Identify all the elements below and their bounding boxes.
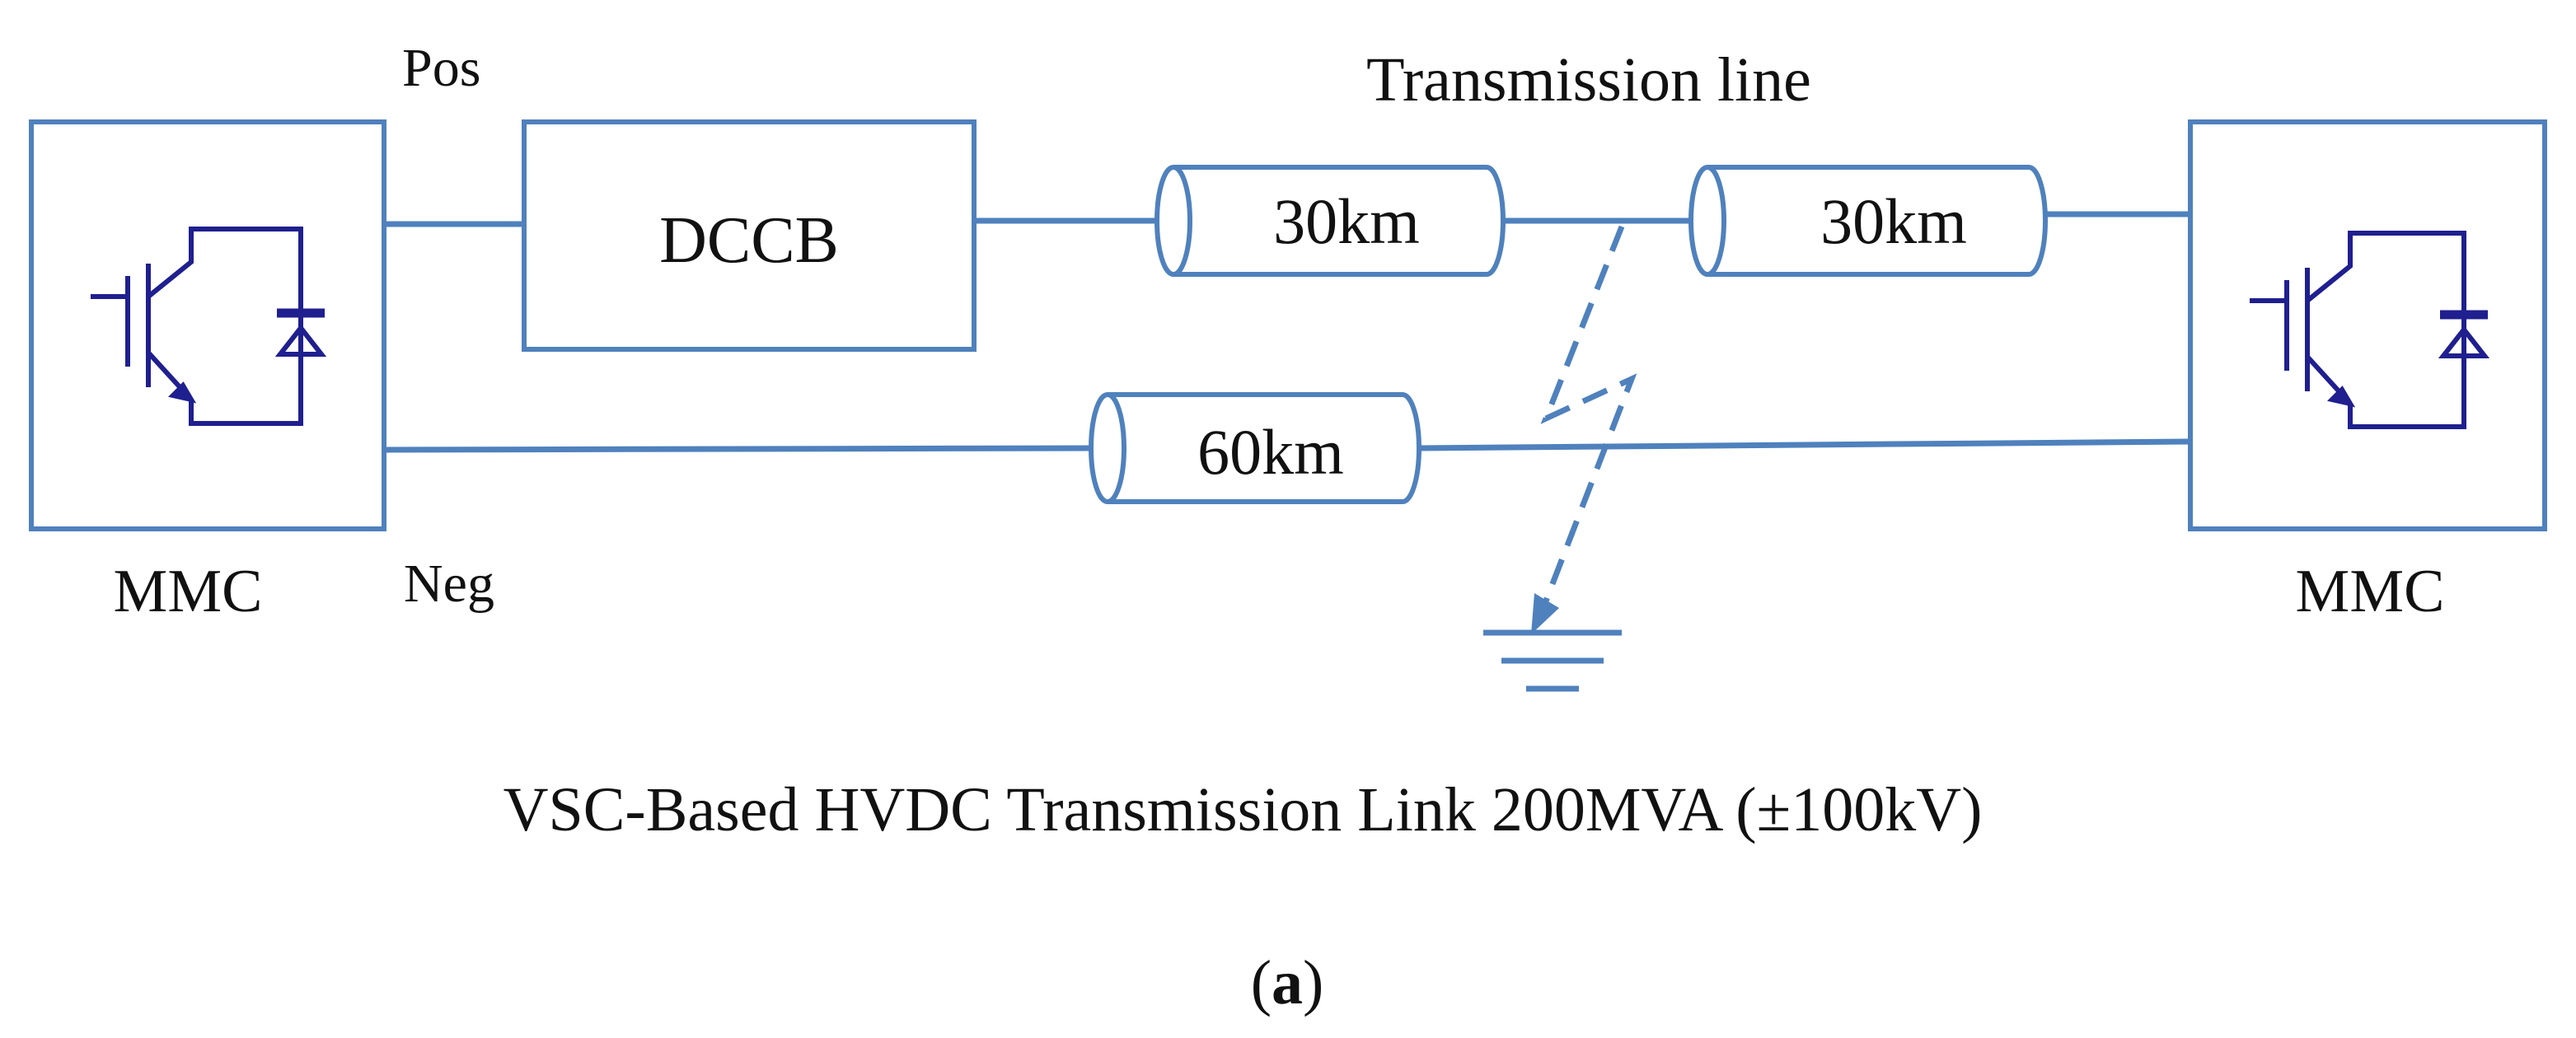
cable-neg [1089,392,1421,504]
igbt-diode-icon [2250,231,2490,429]
left-mmc-box [29,119,386,531]
igbt-diode-icon [91,227,327,426]
left-mmc-label: MMC [114,558,263,625]
pos-label: Pos [402,38,480,98]
subfigure-label: (a) [1251,948,1324,1017]
subfigure-open-paren: ( [1251,948,1272,1017]
ground-icon [1483,629,1622,692]
diagram-caption: VSC-Based HVDC Transmission Link 200MVA … [503,775,1983,844]
dccb-box [522,119,977,352]
cable-pos-1 [1155,165,1506,277]
right-mmc-box [2188,119,2547,531]
subfigure-close-paren: ) [1303,948,1323,1017]
cable-pos-1-label: 30km [1273,185,1420,257]
cable-pos-2-label: 30km [1820,185,1967,257]
dccb-label: DCCB [659,204,839,277]
neg-conductor-1 [383,445,1092,453]
cable-neg-label: 60km [1197,416,1344,488]
subfigure-letter: a [1272,948,1303,1017]
fault-arrow-icon [1531,225,1637,634]
transmission-line-label: Transmission line [1366,45,1811,115]
neg-conductor-2 [1418,438,2191,451]
right-mmc-label: MMC [2296,558,2445,625]
cable-pos-2 [1688,165,2048,277]
neg-label: Neg [404,554,494,614]
